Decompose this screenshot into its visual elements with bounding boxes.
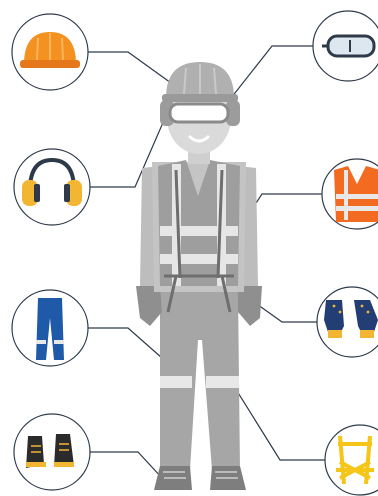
boots-item xyxy=(14,414,90,490)
worker-helmet-brim xyxy=(162,94,238,102)
ear-muffs-item xyxy=(14,149,90,225)
worker-goggles xyxy=(170,104,228,122)
vest-item xyxy=(322,159,378,229)
hard-hat-item xyxy=(12,14,88,90)
connector-gloves xyxy=(254,302,320,322)
connector-hard-hat xyxy=(88,52,178,88)
goggles-item xyxy=(313,11,378,81)
vest-reflective-band-2 xyxy=(160,254,238,264)
harness-item xyxy=(325,425,378,495)
trousers-item xyxy=(12,290,88,366)
worker-figure xyxy=(136,62,262,490)
trouser-reflective-right xyxy=(206,376,239,388)
connector-trousers xyxy=(88,328,162,358)
trouser-reflective-left xyxy=(160,376,192,388)
gloves-item xyxy=(317,287,378,357)
vest-reflective-band-1 xyxy=(160,226,238,236)
safety-goggles-icon xyxy=(322,36,374,56)
connector-boots xyxy=(90,452,162,478)
